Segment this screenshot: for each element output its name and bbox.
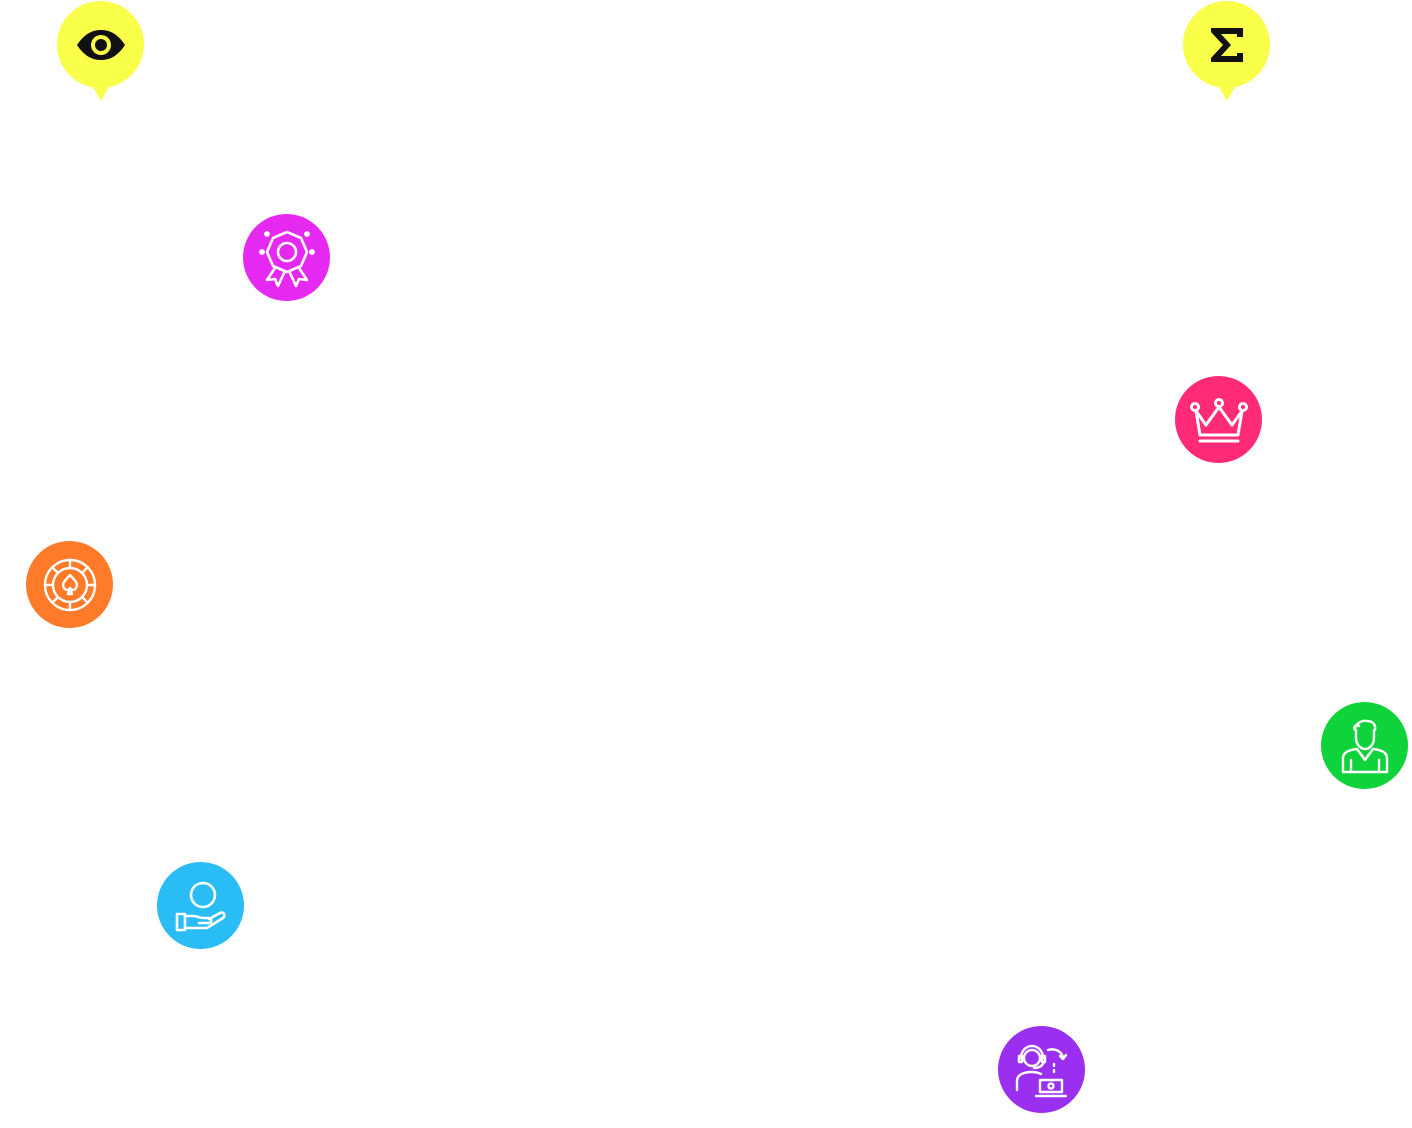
pin-tail xyxy=(1217,85,1236,101)
eye-icon xyxy=(76,29,125,60)
dealer-icon xyxy=(1341,719,1388,773)
hand-person-icon xyxy=(175,881,226,931)
pin-tail xyxy=(91,85,110,101)
sigma-icon xyxy=(1210,27,1243,62)
crown-badge xyxy=(1175,376,1262,463)
sigma-pin xyxy=(1183,1,1270,101)
award-ribbon-icon xyxy=(258,230,315,287)
hand-person-badge xyxy=(157,862,244,949)
support-agent-badge xyxy=(998,1026,1085,1113)
award-badge xyxy=(243,214,330,301)
casino-chip-icon xyxy=(43,558,96,611)
dealer-badge xyxy=(1321,702,1408,789)
casino-chip-badge xyxy=(26,541,113,628)
eye-pin xyxy=(57,1,144,101)
support-agent-icon xyxy=(1015,1044,1067,1097)
crown-icon xyxy=(1189,397,1248,442)
